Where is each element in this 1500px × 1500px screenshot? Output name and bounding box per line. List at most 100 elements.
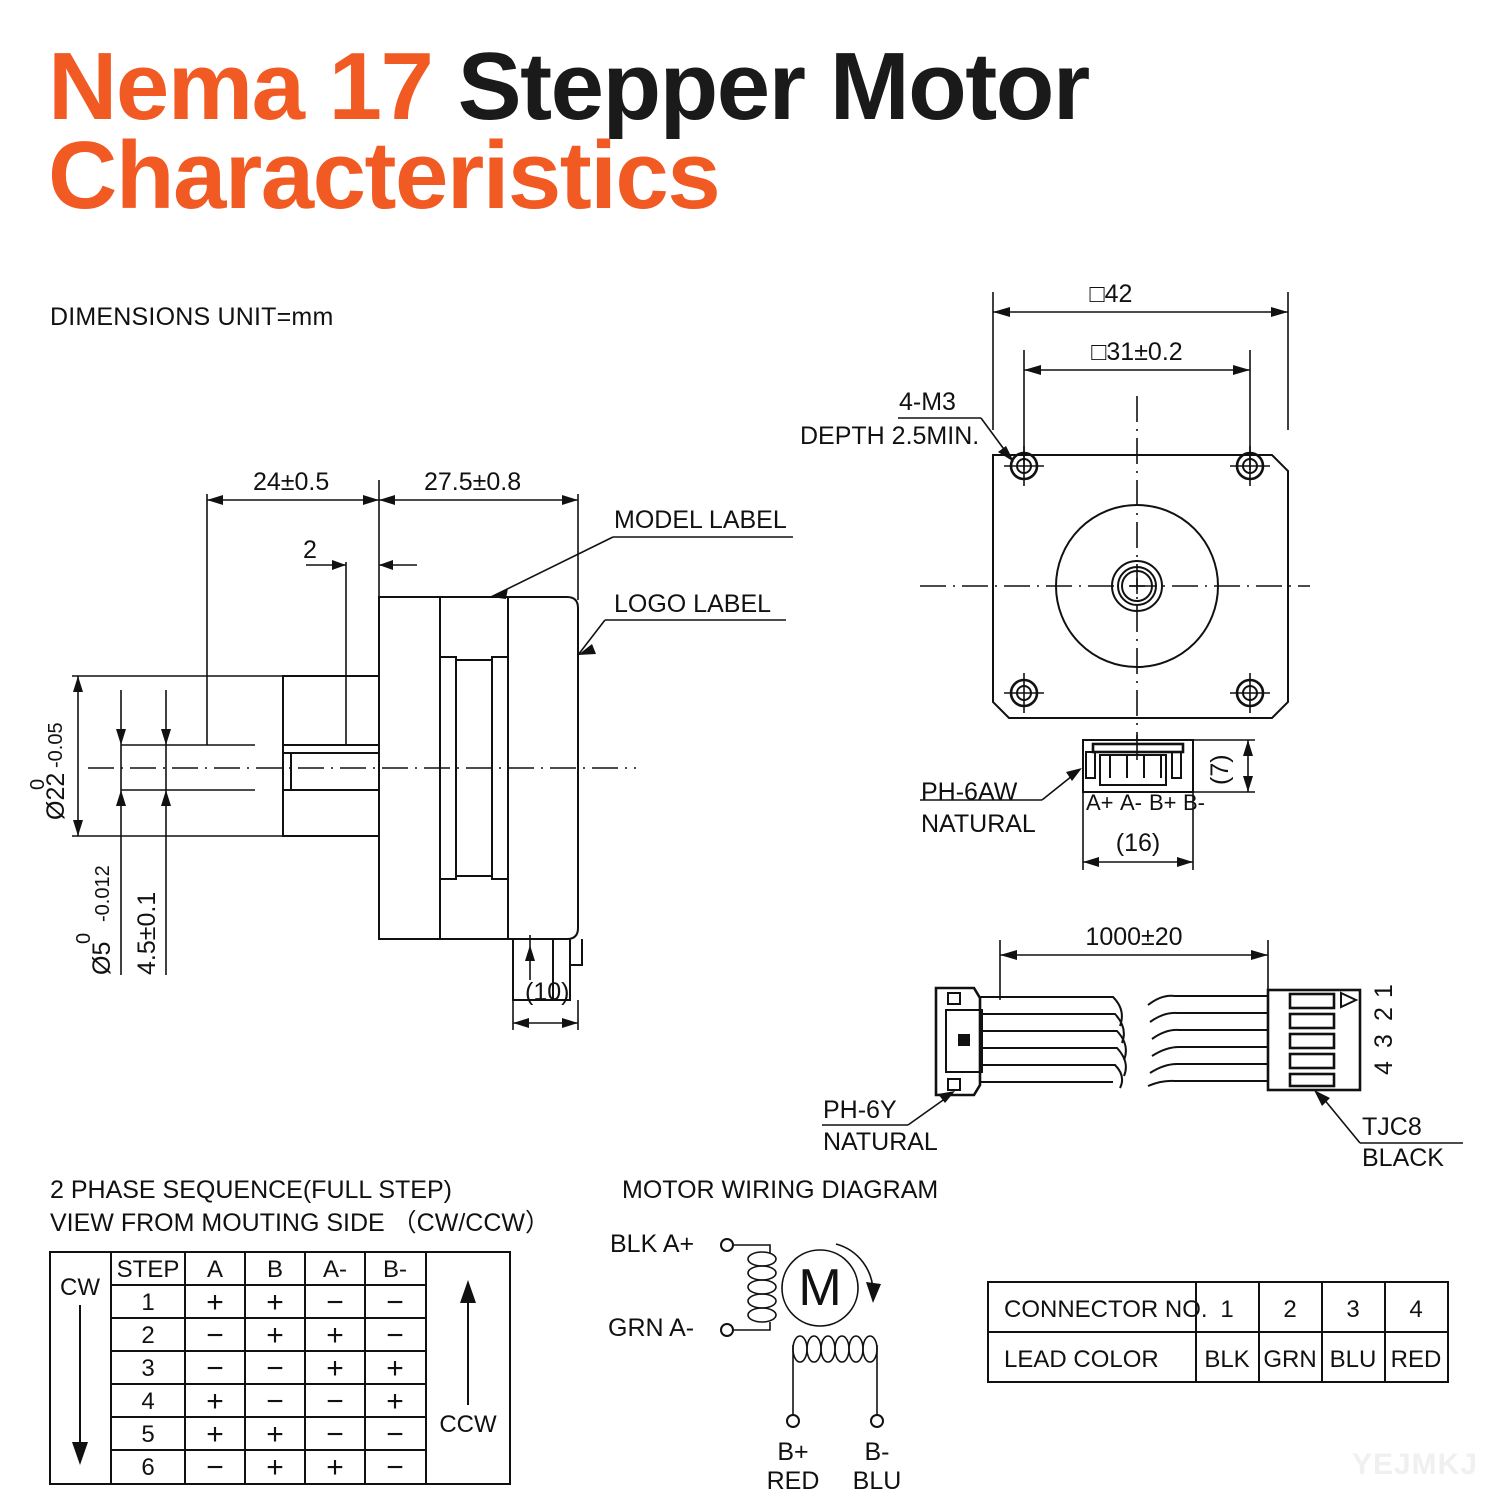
cell-step: 3 [141,1355,154,1382]
cell-step: 6 [141,1454,154,1481]
side-view-connector-tab [512,939,583,1001]
cell-b: + [266,1286,284,1319]
lead-label-b-plus: B+ [777,1438,808,1466]
pin-label-b-minus: B- [1183,790,1205,815]
cell-b: − [266,1352,284,1385]
terminal-a-plus [720,1238,734,1252]
ph6aw-label-line1: PH-6AW [921,778,1018,806]
wire-a-minus [733,1322,771,1331]
page-title: Nema 17 Stepper Motor Characteristics [48,39,1388,230]
cable-length-dimension [999,940,1269,1000]
cable-view-group: 1000±20 [822,923,1463,1172]
cell-b-neg: + [386,1385,404,1418]
cell-a: + [206,1286,224,1319]
coil-a-icon [747,1251,777,1323]
mounting-hole-top-left [1004,446,1044,486]
terminal-b-minus [870,1414,884,1428]
phase-table-row: 3 − − + + [141,1352,403,1385]
cable-wires-right [1147,994,1268,1087]
watermark: YEJMKJ [1351,1448,1478,1481]
cell-a: − [206,1352,224,1385]
front-view-connector-width-dimension [1082,790,1194,870]
pin-label-b-plus: B+ [1149,790,1177,815]
cell-b: + [266,1418,284,1451]
cell-b-neg: + [386,1352,404,1385]
phase-table-row: 5 + + − − [141,1418,403,1451]
side-view-flat-offset-dimension [306,560,417,745]
cell-a-neg: − [326,1286,344,1319]
front-view-shaft-boss [1055,504,1219,668]
cw-label: CW [60,1274,100,1301]
lead-label-a-minus: GRN A- [608,1314,694,1342]
dim-connector-height: (10) [525,978,569,1006]
lead-color-1: BLK [1204,1346,1249,1373]
lead-color-b-plus: RED [767,1467,820,1495]
terminal-b-plus [786,1414,800,1428]
mounting-hole-top-right [1230,446,1270,486]
title-part-nema17: Nema 17 [48,33,458,140]
side-view-flat-depth-dimension [161,690,171,975]
ph6y-label-line2: NATURAL [823,1128,938,1156]
cell-a-neg: − [326,1385,344,1418]
side-view-length-dimensions [206,480,579,770]
connector-number-2: 2 [1283,1296,1296,1323]
phase-col-header-b-neg: B- [383,1256,407,1283]
cell-a-neg: + [326,1451,344,1484]
side-view-group: 24±0.5 27.5±0.8 2 Ø22 0 -0.05 [27,468,793,1030]
model-label-leader [490,536,793,599]
wiring-diagram-group: MOTOR WIRING DIAGRAM BLK A+ GRN A- M [608,1176,938,1495]
screw-callout-line2: DEPTH 2.5MIN. [800,422,979,450]
front-view-connector-block [1082,735,1194,793]
phase-table-row: 1 + + − − [141,1286,403,1319]
front-view-body-square-dimension [992,292,1289,430]
cell-step: 5 [141,1421,154,1448]
motor-symbol-circle [781,1249,859,1327]
ccw-arrow-icon [460,1280,476,1405]
dim-shaft-length: 24±0.5 [253,468,329,496]
lead-color-b-minus: BLU [853,1467,902,1495]
tjc8-callout-leader [1314,1090,1463,1144]
cell-b: + [266,1451,284,1484]
mounting-hole-bottom-right [1230,673,1270,713]
lead-label-b-minus: B- [865,1438,890,1466]
lead-color-4: RED [1391,1346,1442,1373]
ph6aw-label-line2: NATURAL [921,810,1036,838]
cable-pin-number-3: 3 [1370,1034,1398,1048]
dim-shaft-diameter-tol-upper: 0 [73,933,95,944]
cell-step: 4 [141,1388,154,1415]
dim-cable-length: 1000±20 [1085,923,1182,951]
lead-color-3: BLU [1330,1346,1377,1373]
dim-flange-diameter: Ø22 [42,773,70,820]
side-view-shaft [282,675,380,837]
phase-table-row: 2 − + + − [141,1319,403,1352]
dim-shaft-diameter: Ø5 [88,942,116,975]
phase-table-frame [49,1251,511,1485]
side-view-body [378,596,579,940]
phase-table-row: 4 + − − + [141,1385,403,1418]
cell-a-neg: + [326,1319,344,1352]
dim-connector-width: (16) [1116,829,1160,857]
cw-arrow-icon [72,1305,88,1465]
connector-table-row1-header: CONNECTOR NO. [1004,1296,1208,1323]
ph6y-callout-leader [822,1091,955,1126]
cable-right-connector [1266,988,1362,1092]
cell-step: 1 [141,1289,154,1316]
terminal-a-minus [720,1323,734,1337]
title-part-stepper-motor: Stepper Motor [457,33,1091,140]
cell-b: + [266,1319,284,1352]
dim-shaft-diameter-tol-lower: -0.012 [92,865,114,922]
cell-b-neg: − [386,1451,404,1484]
cell-a: − [206,1451,224,1484]
front-view-group: □42 □31±0.2 4-M3 DEPTH 2.5MIN. [800,280,1310,870]
dim-hole-pitch: □31±0.2 [1091,338,1182,366]
screw-callout-line1: 4-M3 [899,388,956,416]
cable-pin-number-2: 2 [1370,1007,1398,1021]
cell-step: 2 [141,1322,154,1349]
title-line-2: Characteristics [48,122,721,230]
logo-label-leader [577,619,786,656]
phase-sequence-group: 2 PHASE SEQUENCE(FULL STEP) VIEW FROM MO… [49,1176,550,1485]
dim-connector-depth: (7) [1206,754,1234,785]
pin-label-a-plus: A+ [1086,790,1114,815]
cell-a: + [206,1385,224,1418]
